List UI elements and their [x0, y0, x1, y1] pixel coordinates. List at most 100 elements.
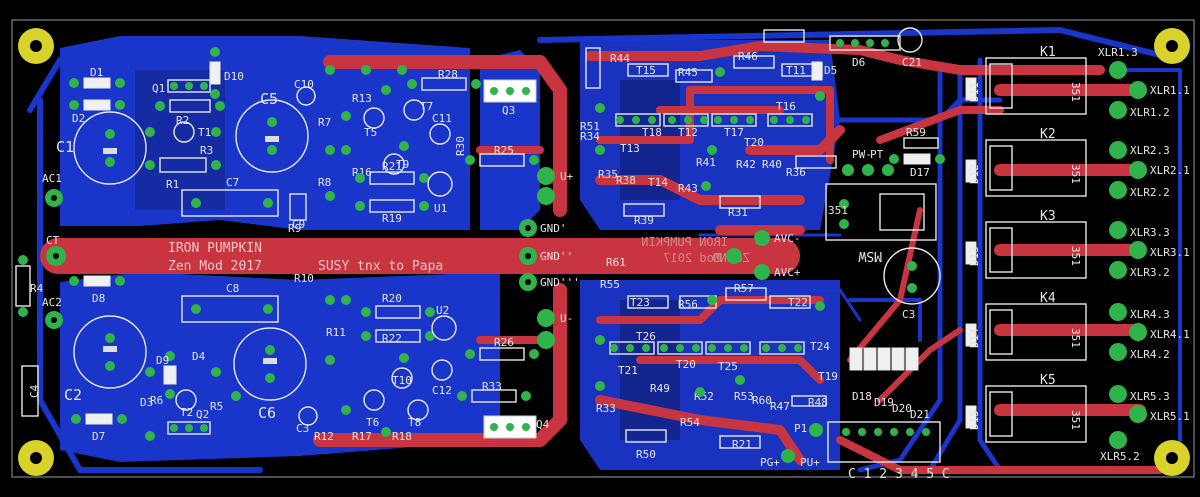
resistor-r59: R59 [903, 126, 939, 149]
svg-text:R41: R41 [696, 156, 716, 169]
regulator-u1: U1 [427, 171, 453, 215]
svg-text:R59: R59 [906, 126, 926, 139]
svg-text:XLR2.2: XLR2.2 [1130, 186, 1170, 199]
svg-text:D19: D19 [874, 396, 894, 409]
svg-text:C10: C10 [294, 78, 314, 91]
capacitor-c2: C2 [64, 315, 147, 404]
svg-text:R19: R19 [382, 212, 402, 225]
diode-d10: D10 [209, 47, 244, 99]
board-title: IRON PUMPKIN [168, 241, 262, 256]
svg-text:C5: C5 [260, 90, 278, 108]
svg-text:D4: D4 [192, 350, 206, 363]
pad-u-minus: U- [537, 309, 573, 349]
svg-text:D20: D20 [892, 402, 912, 415]
svg-text:XLR4.2: XLR4.2 [1130, 348, 1170, 361]
diode-d17: D17 [889, 153, 945, 179]
svg-text:R47: R47 [770, 400, 790, 413]
relay-k5: D15 K5 351 [965, 373, 1087, 443]
resistor-r18: R18 [392, 430, 412, 443]
resistor-r13: R13 [352, 92, 372, 105]
svg-text:T21: T21 [618, 364, 638, 377]
svg-text:R60: R60 [752, 394, 772, 407]
transistor-t7: T7 [403, 99, 433, 121]
mounting-hole-bottom-right [1154, 440, 1190, 476]
svg-text:C11: C11 [432, 112, 452, 125]
svg-text:T14: T14 [648, 176, 668, 189]
svg-text:R61: R61 [606, 256, 626, 269]
svg-text:R51: R51 [580, 120, 600, 133]
svg-text:AC1: AC1 [42, 172, 62, 185]
resistor-r8: R8 [318, 176, 331, 189]
svg-text:C6: C6 [258, 404, 276, 422]
svg-text:D12: D12 [968, 164, 981, 184]
diode-d4: D4 [192, 350, 206, 363]
diode-d5: D5 [811, 61, 837, 81]
svg-text:U+: U+ [560, 170, 574, 183]
svg-text:CT: CT [46, 234, 60, 247]
capacitor-c21: C21 [897, 27, 923, 69]
svg-text:P1: P1 [794, 422, 807, 435]
diode-d9: D9 [156, 351, 177, 399]
svg-text:XLR3.1: XLR3.1 [1150, 246, 1190, 259]
resistor-r6: R6 [150, 394, 163, 407]
capacitor-c3: C3 [296, 406, 318, 435]
svg-text:AVC+: AVC+ [774, 266, 801, 279]
svg-text:R2: R2 [176, 114, 189, 127]
svg-text:351: 351 [1069, 82, 1082, 102]
svg-text:T20: T20 [676, 358, 696, 371]
svg-text:351: 351 [1069, 164, 1082, 184]
svg-text:C7: C7 [226, 176, 239, 189]
svg-text:R42: R42 [736, 158, 756, 171]
svg-text:T18: T18 [642, 126, 662, 139]
resistor-r1: R1 [145, 157, 221, 191]
svg-text:Q3: Q3 [502, 104, 515, 117]
xlr-pads: XLR1.3 XLR1.1 XLR1.2 XLR2.3 XLR2.1 XLR2.… [1098, 46, 1190, 463]
capacitor-c9: C9 [289, 193, 307, 231]
capacitor-c11: C11 [429, 112, 452, 145]
svg-text:T16: T16 [776, 100, 796, 113]
diode-array: D18 D19 D20 D21 [849, 347, 930, 421]
board-version: Zen Mod 2017 [168, 259, 262, 274]
svg-text:XLR5.2: XLR5.2 [1100, 450, 1140, 463]
transistor-t5: T5 [363, 107, 385, 139]
resistor-r20: R20 [361, 292, 435, 319]
diode-d7: D7 [71, 413, 127, 443]
svg-text:D5: D5 [824, 64, 837, 77]
capacitor-c6: C6 [233, 327, 307, 422]
pad-ac2: AC2 [42, 296, 63, 329]
svg-text:R30: R30 [454, 136, 467, 156]
svg-text:R33: R33 [596, 402, 616, 415]
svg-text:R40: R40 [762, 158, 782, 171]
svg-text:GND': GND' [540, 222, 567, 235]
svg-text:T26: T26 [636, 330, 656, 343]
svg-text:T2: T2 [180, 406, 193, 419]
diode-d3: D3 [140, 396, 153, 409]
resistor-r30: R30 [454, 136, 467, 156]
capacitor-c12: C12 [431, 359, 453, 397]
svg-text:C 1 2 3 4 5 C: C 1 2 3 4 5 C [848, 467, 950, 482]
svg-text:C1: C1 [56, 138, 74, 156]
svg-text:R10: R10 [294, 272, 314, 285]
svg-text:R18: R18 [392, 430, 412, 443]
svg-text:XLR5.3: XLR5.3 [1130, 390, 1170, 403]
svg-text:K5: K5 [1040, 373, 1056, 388]
svg-text:351: 351 [1069, 246, 1082, 266]
svg-text:D2: D2 [72, 112, 85, 125]
svg-text:Q4: Q4 [536, 418, 550, 431]
svg-text:R26: R26 [494, 336, 514, 349]
board-credit: SUSY tnx to Papa [318, 259, 443, 274]
svg-text:T9: T9 [396, 158, 409, 171]
svg-text:XLR4.1: XLR4.1 [1150, 328, 1190, 341]
resistor-r11: R11 [326, 326, 346, 339]
pad-gnd3: GND''' [519, 273, 580, 291]
svg-text:R36: R36 [786, 166, 806, 179]
svg-text:T23: T23 [630, 296, 650, 309]
transistor-t9: T9 [383, 153, 409, 175]
svg-text:R49: R49 [650, 382, 670, 395]
svg-text:D7: D7 [92, 430, 105, 443]
svg-text:R17: R17 [352, 430, 372, 443]
svg-text:C12: C12 [432, 384, 452, 397]
svg-text:T8: T8 [408, 416, 421, 429]
resistor-r5: R5 [210, 400, 223, 413]
top-copper-layer [40, 41, 1164, 474]
